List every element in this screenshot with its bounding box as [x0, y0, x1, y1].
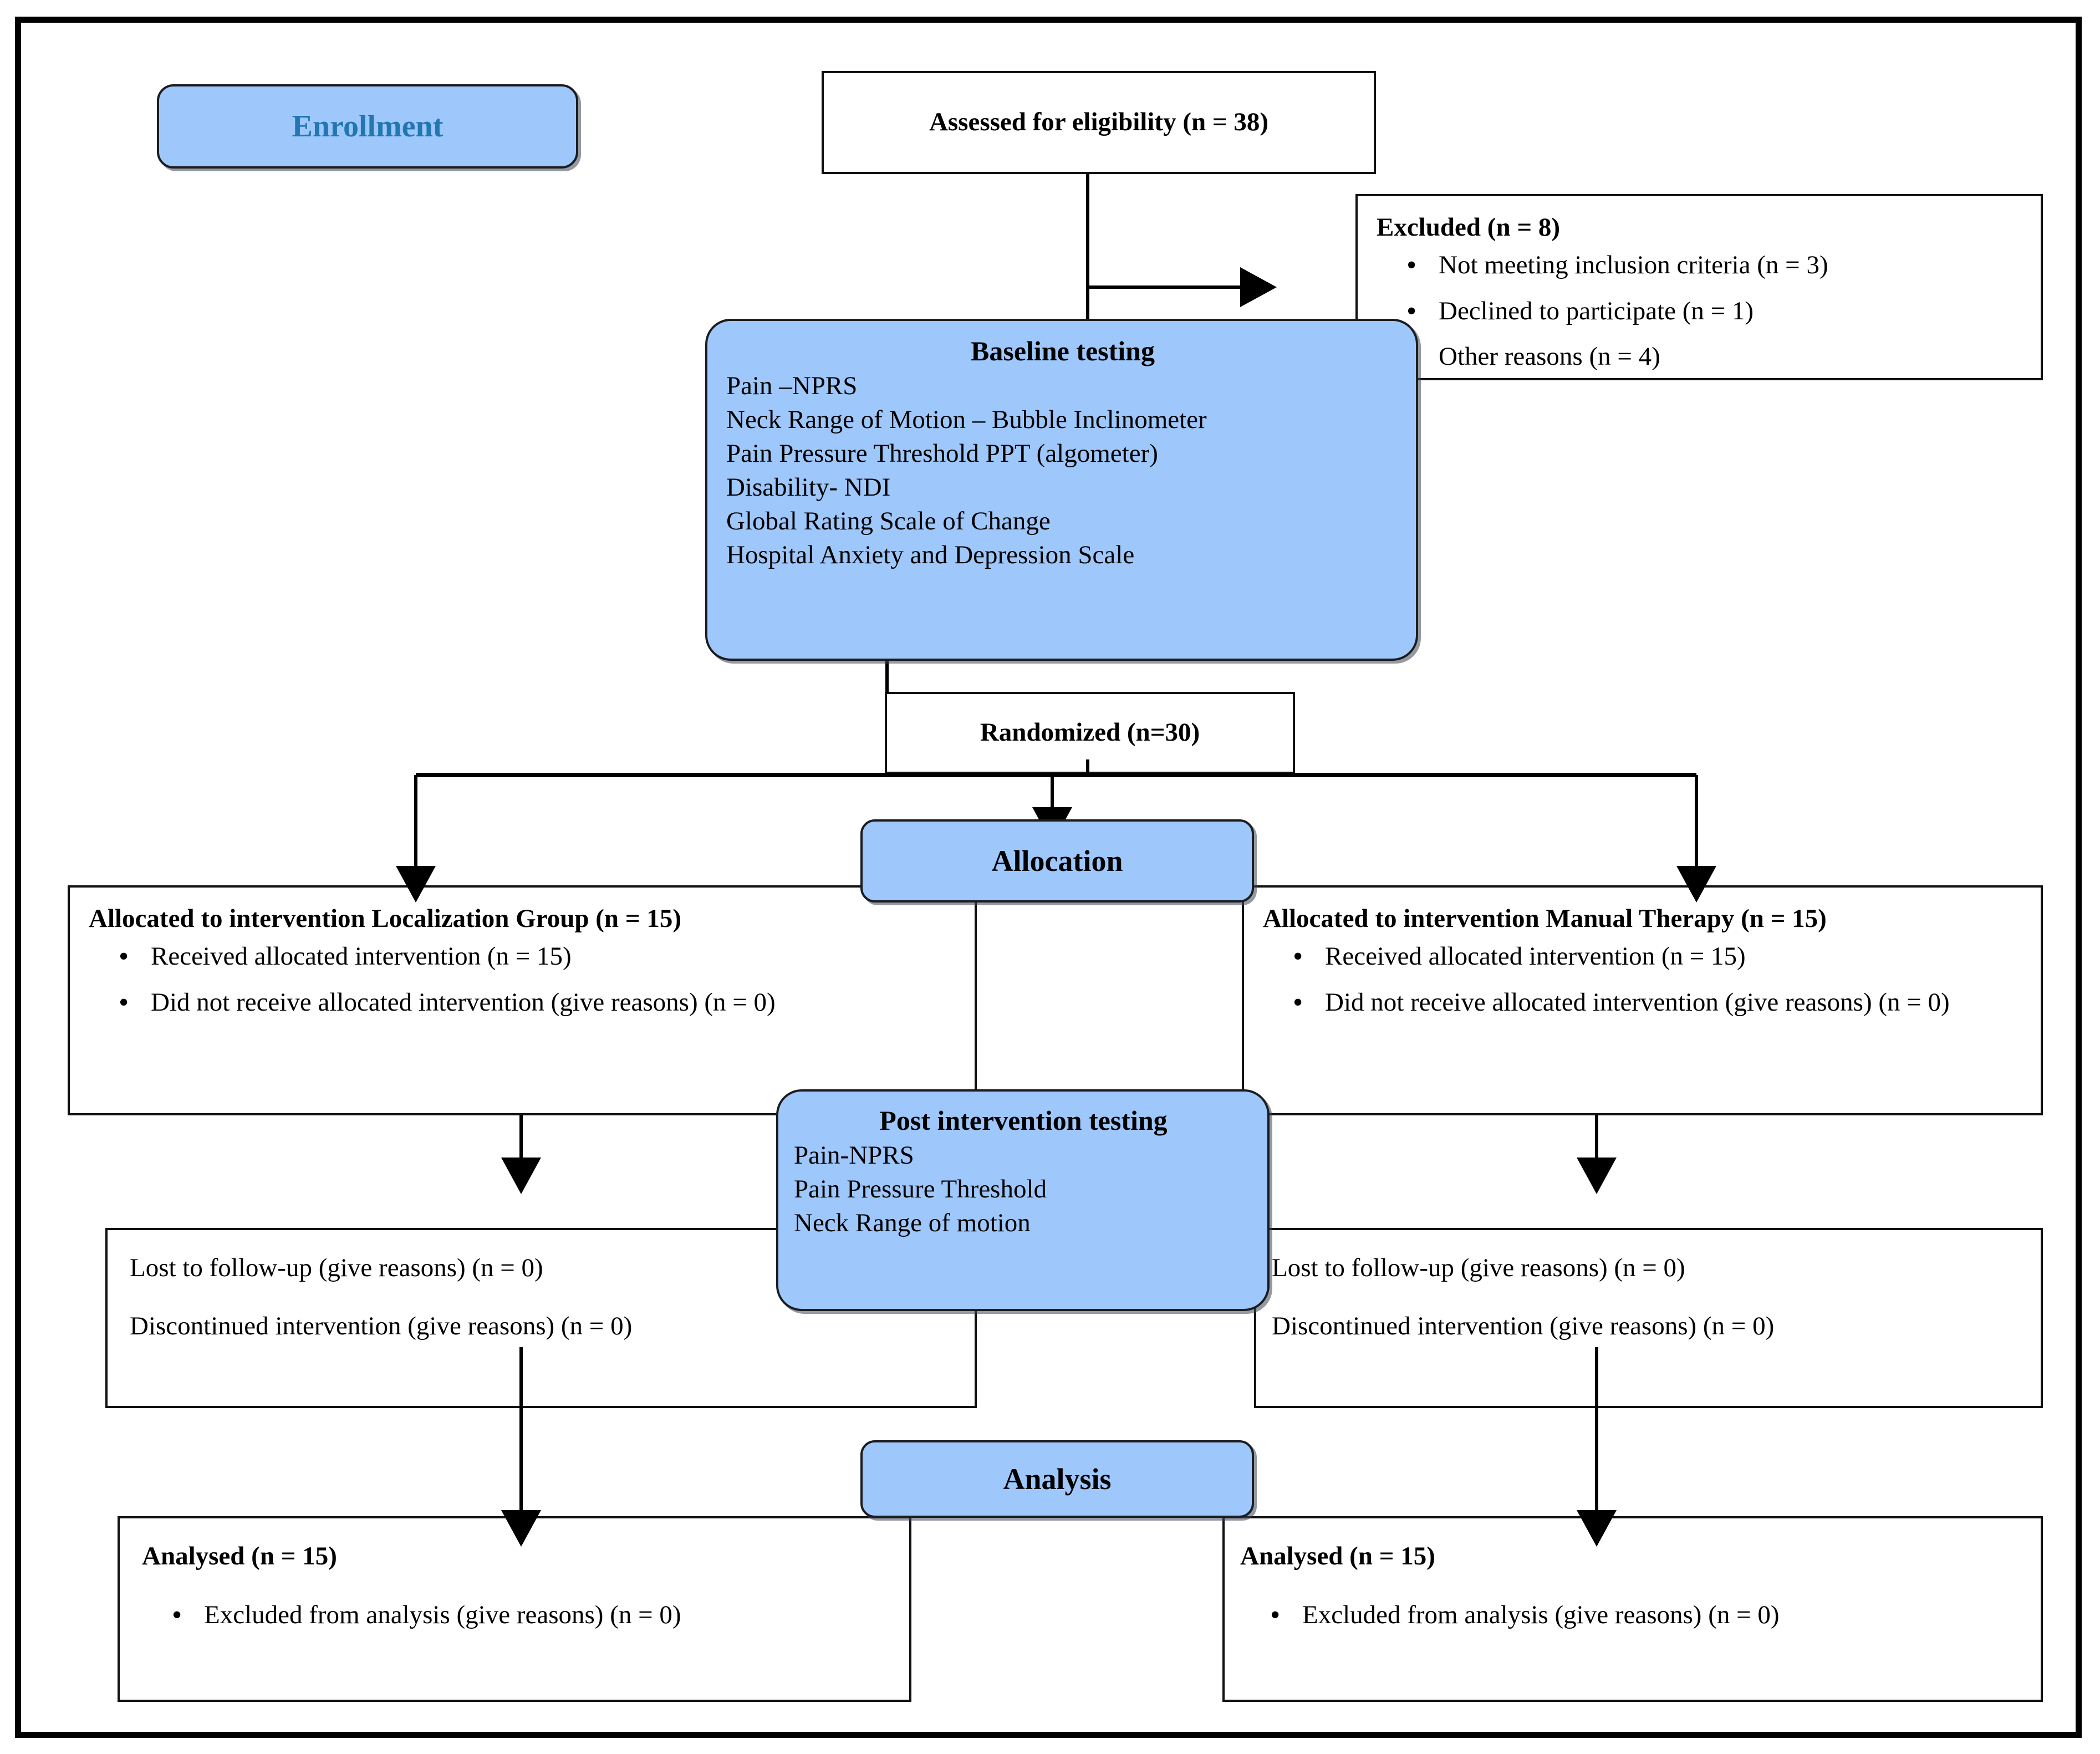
baseline-item: Neck Range of Motion – Bubble Inclinomet… — [726, 405, 1207, 435]
randomized-text: Randomized (n=30) — [980, 718, 1200, 747]
stage-chip-analysis: Analysis — [860, 1440, 1254, 1518]
baseline-item: Global Rating Scale of Change — [726, 507, 1051, 536]
baseline-item: Disability- NDI — [726, 473, 891, 502]
followup-left-line1: Lost to follow-up (give reasons) (n = 0) — [130, 1253, 543, 1282]
list-item: Did not receive allocated intervention (… — [119, 984, 956, 1021]
post-intervention-heading: Post intervention testing — [879, 1105, 1168, 1136]
analysed-right-heading: Analysed (n = 15) — [1240, 1542, 1435, 1571]
analysed-right-list: Excluded from analysis (give reasons) (n… — [1240, 1597, 2027, 1634]
randomized-box: Randomized (n=30) — [885, 692, 1295, 774]
baseline-item: Hospital Anxiety and Depression Scale — [726, 541, 1135, 570]
followup-left-line2: Discontinued intervention (give reasons)… — [130, 1312, 633, 1341]
analysed-right-box: Analysed (n = 15) Excluded from analysis… — [1222, 1516, 2043, 1702]
excluded-box: Excluded (n = 8) Not meeting inclusion c… — [1355, 194, 2043, 380]
eligibility-text: Assessed for eligibility (n = 38) — [929, 108, 1269, 137]
list-item: Excluded from analysis (give reasons) (n… — [172, 1597, 890, 1634]
post-intervention-item: Neck Range of motion — [794, 1209, 1031, 1238]
stage-chip-enrollment: Enrollment — [157, 84, 578, 169]
list-item: Did not receive allocated intervention (… — [1293, 984, 2022, 1021]
stage-label-analysis: Analysis — [1003, 1462, 1112, 1496]
post-intervention-item: Pain-NPRS — [794, 1141, 914, 1170]
analysed-left-box: Analysed (n = 15) Excluded from analysis… — [118, 1516, 911, 1702]
stage-label-enrollment: Enrollment — [292, 109, 444, 144]
post-intervention-testing-box: Post intervention testing Pain-NPRS Pain… — [776, 1089, 1270, 1311]
allocated-right-list: Received allocated intervention (n = 15)… — [1263, 938, 2022, 1021]
excluded-list: Not meeting inclusion criteria (n = 3) D… — [1377, 247, 2022, 375]
list-item: Declined to participate (n = 1) — [1406, 293, 2022, 330]
baseline-testing-box: Baseline testing Pain –NPRS Neck Range o… — [705, 319, 1418, 661]
baseline-heading: Baseline testing — [971, 335, 1155, 366]
list-item: Excluded from analysis (give reasons) (n… — [1270, 1597, 2027, 1634]
followup-right-line2: Discontinued intervention (give reasons)… — [1272, 1312, 1775, 1341]
list-item: Not meeting inclusion criteria (n = 3) — [1406, 247, 2022, 284]
allocated-right-box: Allocated to intervention Manual Therapy… — [1242, 885, 2043, 1115]
followup-right-box: Lost to follow-up (give reasons) (n = 0)… — [1254, 1228, 2043, 1408]
stage-chip-allocation: Allocation — [860, 819, 1254, 903]
analysed-left-heading: Analysed (n = 15) — [142, 1542, 337, 1571]
baseline-item: Pain –NPRS — [726, 371, 858, 400]
excluded-heading: Excluded (n = 8) — [1377, 213, 1561, 242]
eligibility-box: Assessed for eligibility (n = 38) — [822, 71, 1376, 174]
baseline-item: Pain Pressure Threshold PPT (algometer) — [726, 439, 1158, 468]
list-item: Other reasons (n = 4) — [1406, 338, 2022, 375]
followup-right-line1: Lost to follow-up (give reasons) (n = 0) — [1272, 1253, 1685, 1282]
allocated-right-heading: Allocated to intervention Manual Therapy… — [1263, 904, 1827, 933]
allocated-left-list: Received allocated intervention (n = 15)… — [89, 938, 956, 1021]
analysed-left-list: Excluded from analysis (give reasons) (n… — [142, 1597, 890, 1634]
list-item: Received allocated intervention (n = 15) — [1293, 938, 2022, 975]
list-item: Received allocated intervention (n = 15) — [119, 938, 956, 975]
allocated-left-heading: Allocated to intervention Localization G… — [89, 904, 681, 933]
diagram-outer-frame — [15, 17, 2082, 1738]
allocated-left-box: Allocated to intervention Localization G… — [68, 885, 977, 1115]
post-intervention-item: Pain Pressure Threshold — [794, 1175, 1047, 1204]
stage-label-allocation: Allocation — [991, 844, 1123, 878]
